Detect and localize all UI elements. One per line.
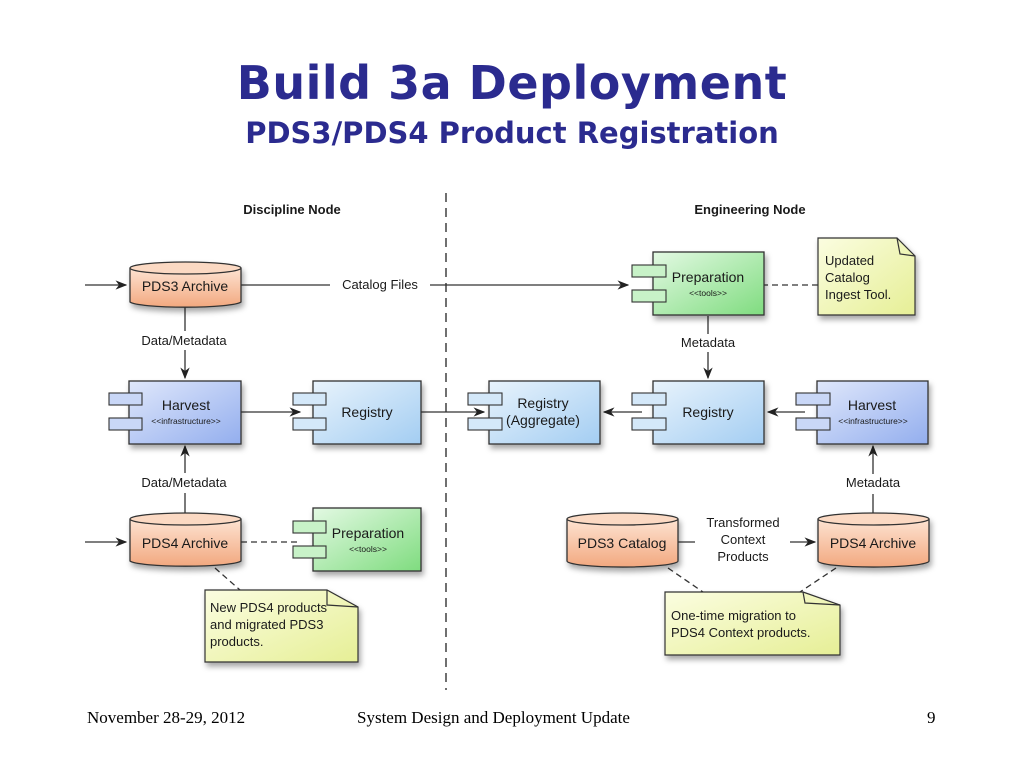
registry-aggregate-label-1: Registry xyxy=(517,395,568,411)
edge-pds4-note xyxy=(214,567,241,591)
note-top-line-2: Catalog xyxy=(825,270,870,285)
label-metadata-top: Metadata xyxy=(681,335,736,350)
note-top-line-3: Ingest Tool. xyxy=(825,287,891,302)
label-transformed-3: Products xyxy=(717,549,769,564)
harvest-label: Harvest xyxy=(162,397,210,413)
edge-catalog-note xyxy=(667,567,704,593)
pds3-catalog-db[interactable] xyxy=(566,512,679,568)
edge-archive-note xyxy=(799,567,837,593)
preparation-label-engineering: Preparation xyxy=(672,269,744,285)
preparation-label-discipline: Preparation xyxy=(332,525,404,541)
note-discipline-line-3: products. xyxy=(210,634,263,649)
component-port-icon xyxy=(292,545,327,559)
registry-label-engineering: Registry xyxy=(682,404,733,420)
footer-date: November 28-29, 2012 xyxy=(87,708,246,727)
pds3-archive-db[interactable] xyxy=(129,261,242,308)
note-fold-icon xyxy=(802,591,841,606)
component-port-icon xyxy=(292,520,327,534)
note-shape xyxy=(204,589,359,663)
edges xyxy=(85,280,878,593)
harvest-component-discipline[interactable] xyxy=(108,380,242,445)
registry-component-engineering[interactable] xyxy=(631,380,765,445)
label-data-metadata-bottom: Data/Metadata xyxy=(141,475,227,490)
component-port-icon xyxy=(292,417,327,431)
preparation-stereotype-engineering: <<tools>> xyxy=(689,288,727,298)
registry-aggregate-component[interactable] xyxy=(467,380,601,445)
preparation-stereotype-discipline: <<tools>> xyxy=(349,544,387,554)
note-engineering-bottom xyxy=(664,591,841,656)
component-port-icon xyxy=(795,417,831,431)
slide-subtitle: PDS3/PDS4 Product Registration xyxy=(245,116,779,150)
registry-label-discipline: Registry xyxy=(341,404,392,420)
component-port-icon xyxy=(108,392,143,406)
harvest-stereotype: <<infrastructure>> xyxy=(151,416,220,426)
footer-page-number: 9 xyxy=(927,708,936,727)
note-shape xyxy=(664,591,841,656)
harvest-label-engineering: Harvest xyxy=(848,397,896,413)
label-data-metadata-top: Data/Metadata xyxy=(141,333,227,348)
registry-aggregate-label-2: (Aggregate) xyxy=(506,412,580,428)
discipline-node-header: Discipline Node xyxy=(243,202,341,217)
component-port-icon xyxy=(292,392,327,406)
note-fold-icon xyxy=(896,237,916,257)
note-bottom-line-2: PDS4 Context products. xyxy=(671,625,810,640)
label-transformed-2: Context xyxy=(721,532,766,547)
note-shape xyxy=(817,237,916,316)
note-bottom-line-1: One-time migration to xyxy=(671,608,796,623)
note-engineering-top xyxy=(817,237,916,316)
component-port-icon xyxy=(631,289,667,303)
component-port-icon xyxy=(108,417,143,431)
component-port-icon xyxy=(631,392,667,406)
harvest-component-engineering[interactable] xyxy=(795,380,929,445)
pds4-archive-db-engineering[interactable] xyxy=(817,512,930,568)
note-fold-icon xyxy=(326,590,359,608)
pds3-catalog-label: PDS3 Catalog xyxy=(578,535,667,551)
component-port-icon xyxy=(467,392,503,406)
component-port-icon xyxy=(631,417,667,431)
label-transformed-1: Transformed xyxy=(706,515,779,530)
note-discipline-line-2: and migrated PDS3 xyxy=(210,617,323,632)
component-port-icon xyxy=(467,417,503,431)
label-catalog-files: Catalog Files xyxy=(342,277,418,292)
slide-title: Build 3a Deployment xyxy=(236,56,788,110)
note-discipline xyxy=(204,589,359,663)
pds3-archive-label: PDS3 Archive xyxy=(142,278,229,294)
label-metadata-right: Metadata xyxy=(846,475,901,490)
pds4-archive-db-discipline[interactable] xyxy=(129,512,242,567)
pds4-archive-label-engineering: PDS4 Archive xyxy=(830,535,917,551)
preparation-component-engineering[interactable] xyxy=(631,251,765,316)
note-discipline-line-1: New PDS4 products xyxy=(210,600,328,615)
preparation-component-discipline[interactable] xyxy=(292,507,422,572)
note-top-line-1: Updated xyxy=(825,253,874,268)
component-port-icon xyxy=(631,264,667,278)
footer-event: System Design and Deployment Update xyxy=(357,708,630,727)
registry-component-discipline[interactable] xyxy=(292,380,422,445)
harvest-stereotype-engineering: <<infrastructure>> xyxy=(838,416,907,426)
component-port-icon xyxy=(795,392,831,406)
pds4-archive-label-discipline: PDS4 Archive xyxy=(142,535,229,551)
engineering-node-header: Engineering Node xyxy=(694,202,805,217)
